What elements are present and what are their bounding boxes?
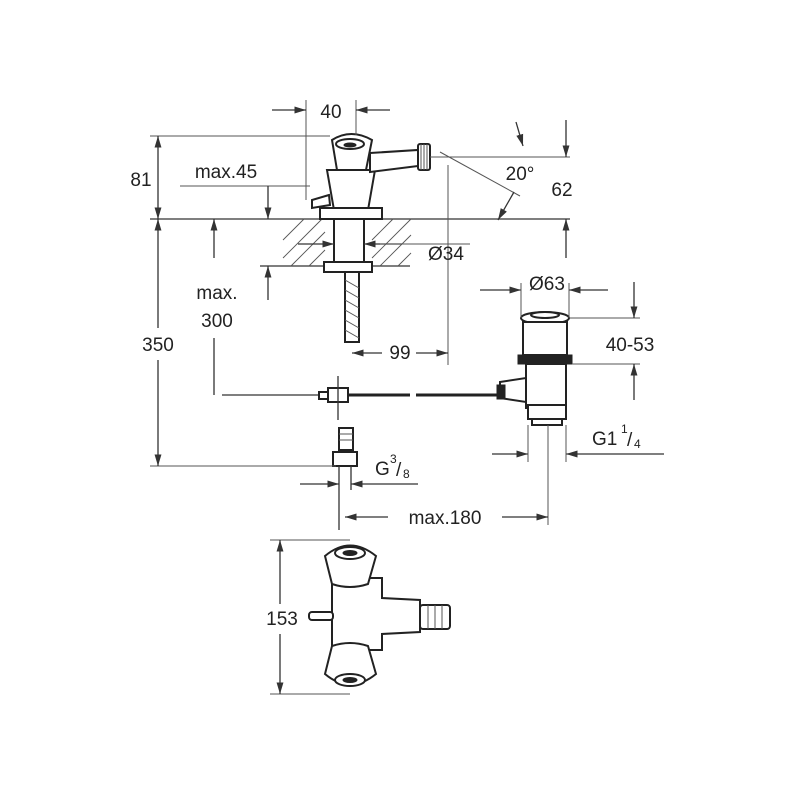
label-g-3-8-num: 3 [390,452,397,466]
label-dia-63: Ø63 [529,274,565,295]
label-max-300-line1: max. [196,283,237,304]
label-153: 153 [266,609,298,630]
label-99: 99 [389,343,410,364]
faucet-top-view [308,544,451,687]
label-g-3-8: G 3 / 8 [375,452,410,481]
label-350: 350 [142,335,174,356]
dim-max-180 [345,425,549,525]
surface-hatch-left [282,218,326,267]
dim-350 [150,219,336,467]
dim-153 [270,539,350,695]
control-rod [222,376,497,420]
dim-40 [272,100,390,200]
label-max-180: max.180 [409,508,482,529]
dim-g-1-1-4 [492,425,664,462]
label-angle-20: 20° [506,164,535,185]
label-max-45: max.45 [195,162,257,183]
supply-connection [332,427,358,530]
label-g-1-1-4-num: 1 [621,422,628,436]
label-g-1-1-4-base: G1 [592,429,617,450]
label-81: 81 [130,170,151,191]
label-g-1-1-4: G1 1 / 4 [592,422,641,451]
label-max-300-line2: 300 [201,311,233,332]
label-dia-34: Ø34 [428,244,464,265]
dim-dia-63 [480,283,608,318]
label-g-3-8-den: 8 [403,467,410,481]
label-40-53: 40-53 [606,335,655,356]
label-62: 62 [551,180,572,201]
label-g-1-1-4-slash: / [627,430,633,451]
dim-81 [150,135,330,219]
label-g-3-8-base: G [375,459,390,480]
label-g-3-8-slash: / [396,460,402,481]
drain-assembly [496,311,573,426]
label-40: 40 [320,102,341,123]
dim-40-53 [570,282,640,400]
surface-hatch-right [371,218,412,267]
hose-braid [344,279,360,339]
dim-max-300 [210,219,272,395]
label-g-1-1-4-den: 4 [634,437,641,451]
dim-angle-62 [430,120,570,365]
faucet-side-view [311,133,431,343]
dim-max-45 [180,185,310,219]
